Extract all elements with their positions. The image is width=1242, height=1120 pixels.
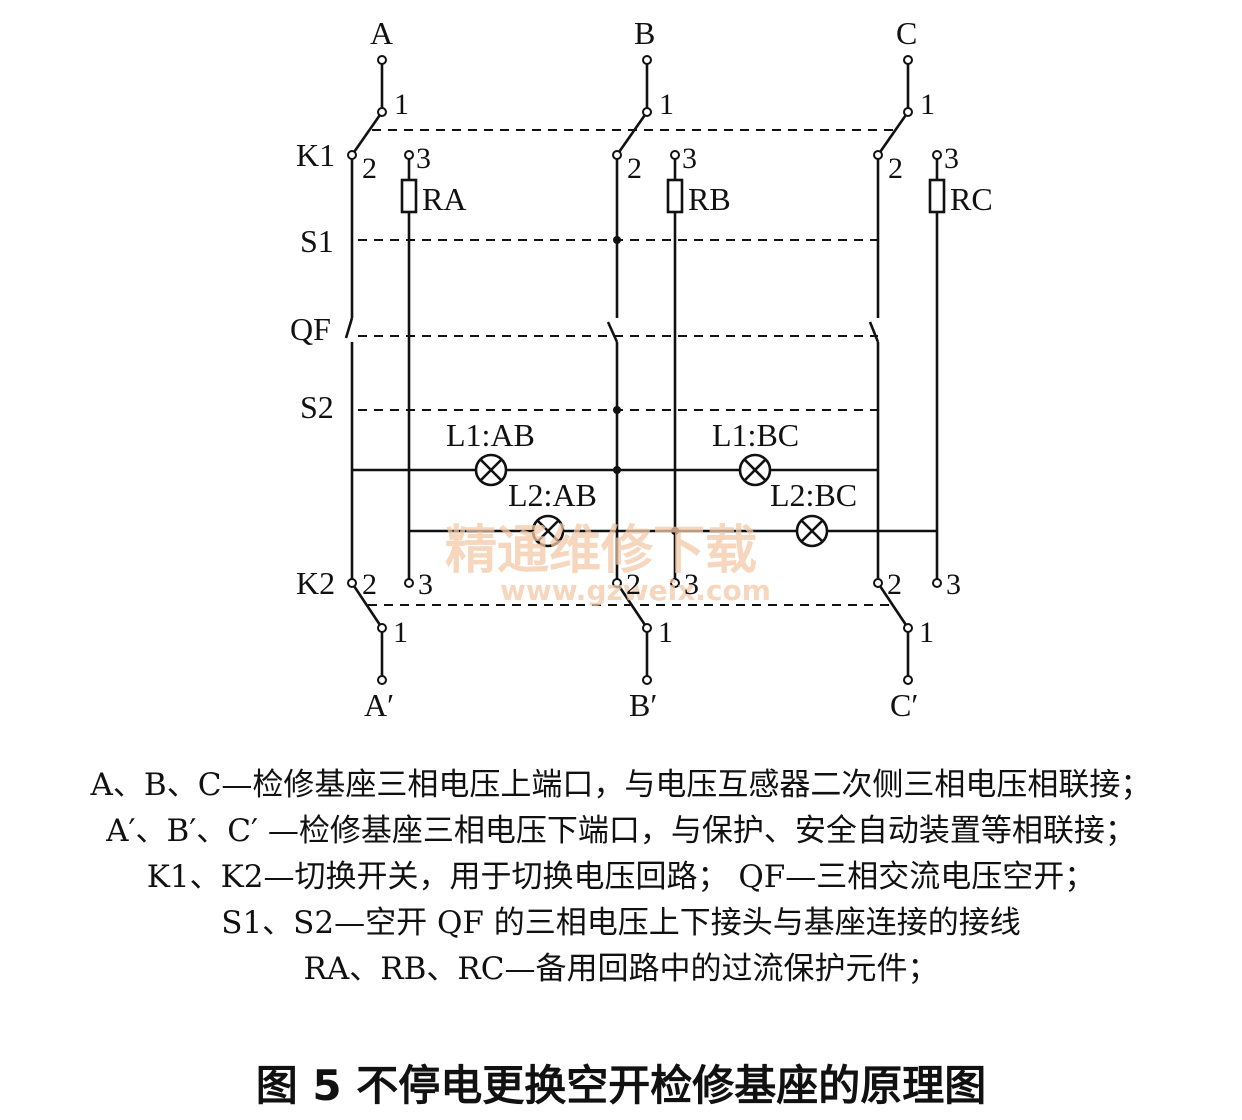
phase-c-column bbox=[868, 55, 946, 685]
watermark-text: 精通维修下载 bbox=[445, 521, 757, 581]
term-b-3-lower: 3 bbox=[684, 568, 699, 601]
label-l2-bc: L2:BC bbox=[770, 477, 857, 513]
label-s2: S2 bbox=[300, 389, 334, 425]
figure-caption: 图 5 不停电更换空开检修基座的原理图 bbox=[255, 1061, 987, 1110]
term-c-3: 3 bbox=[944, 142, 959, 175]
label-phase-c: C bbox=[896, 15, 917, 51]
label-l2-ab: L2:AB bbox=[508, 477, 597, 513]
lamp-circuits bbox=[352, 453, 937, 548]
fuse-rc bbox=[928, 178, 946, 214]
legend-line: K1、K2—切换开关，用于切换电压回路； QF—三相交流电压空开； bbox=[146, 859, 1096, 895]
term-a-2-lower: 2 bbox=[362, 568, 377, 601]
lamp-l1-ab bbox=[474, 453, 508, 487]
term-c-1-lower: 1 bbox=[919, 616, 934, 649]
term-b-1: 1 bbox=[659, 88, 674, 121]
label-phase-a: A bbox=[370, 15, 393, 51]
term-c-2: 2 bbox=[888, 152, 903, 185]
term-b-1-lower: 1 bbox=[658, 616, 673, 649]
term-c-2-lower: 2 bbox=[887, 568, 902, 601]
term-a-1: 1 bbox=[394, 88, 409, 121]
lamp-l1-bc bbox=[738, 453, 772, 487]
fuse-rb bbox=[666, 178, 684, 214]
lamp-l2-bc bbox=[795, 514, 829, 548]
circuit-diagram: 精通维修下载 www.gzweix.com A B C A′ B′ C′ K1 … bbox=[290, 15, 993, 723]
watermark-url: www.gzweix.com bbox=[500, 574, 771, 607]
term-b-2-lower: 2 bbox=[626, 568, 641, 601]
term-c-1: 1 bbox=[920, 88, 935, 121]
term-c-3-lower: 3 bbox=[946, 568, 961, 601]
label-rc: RC bbox=[950, 181, 993, 217]
phase-a-column bbox=[344, 55, 418, 685]
label-l1-bc: L1:BC bbox=[712, 417, 799, 453]
label-phase-b: B bbox=[634, 15, 655, 51]
label-k1: K1 bbox=[296, 137, 335, 173]
term-b-2: 2 bbox=[627, 152, 642, 185]
term-a-1-lower: 1 bbox=[393, 616, 408, 649]
label-s1: S1 bbox=[300, 223, 334, 259]
legend-line: S1、S2—空开 QF 的三相电压上下接头与基座连接的接线 bbox=[221, 905, 1021, 941]
linkage-lines bbox=[358, 129, 895, 606]
lamp-l2-ab bbox=[531, 514, 565, 548]
term-b-3: 3 bbox=[682, 142, 697, 175]
label-k2: K2 bbox=[296, 565, 335, 601]
label-phase-a-out: A′ bbox=[364, 687, 394, 723]
label-phase-c-out: C′ bbox=[890, 687, 918, 723]
term-a-3-lower: 3 bbox=[418, 568, 433, 601]
label-ra: RA bbox=[422, 181, 466, 217]
fuse-ra bbox=[400, 178, 418, 214]
legend: A、B、C—检修基座三相电压上端口，与电压互感器二次侧三相电压相联接； A′、B… bbox=[0, 762, 1242, 992]
label-l1-ab: L1:AB bbox=[446, 417, 535, 453]
label-phase-b-out: B′ bbox=[629, 687, 657, 723]
legend-line: A′、B′、C′ —检修基座三相电压下端口，与保护、安全自动装置等相联接； bbox=[106, 813, 1136, 849]
legend-line: A、B、C—检修基座三相电压上端口，与电压互感器二次侧三相电压相联接； bbox=[90, 767, 1152, 803]
legend-line: RA、RB、RC—备用回路中的过流保护元件； bbox=[303, 951, 939, 987]
label-rb: RB bbox=[688, 181, 731, 217]
term-a-2: 2 bbox=[362, 152, 377, 185]
term-a-3: 3 bbox=[416, 142, 431, 175]
label-qf: QF bbox=[290, 311, 331, 347]
